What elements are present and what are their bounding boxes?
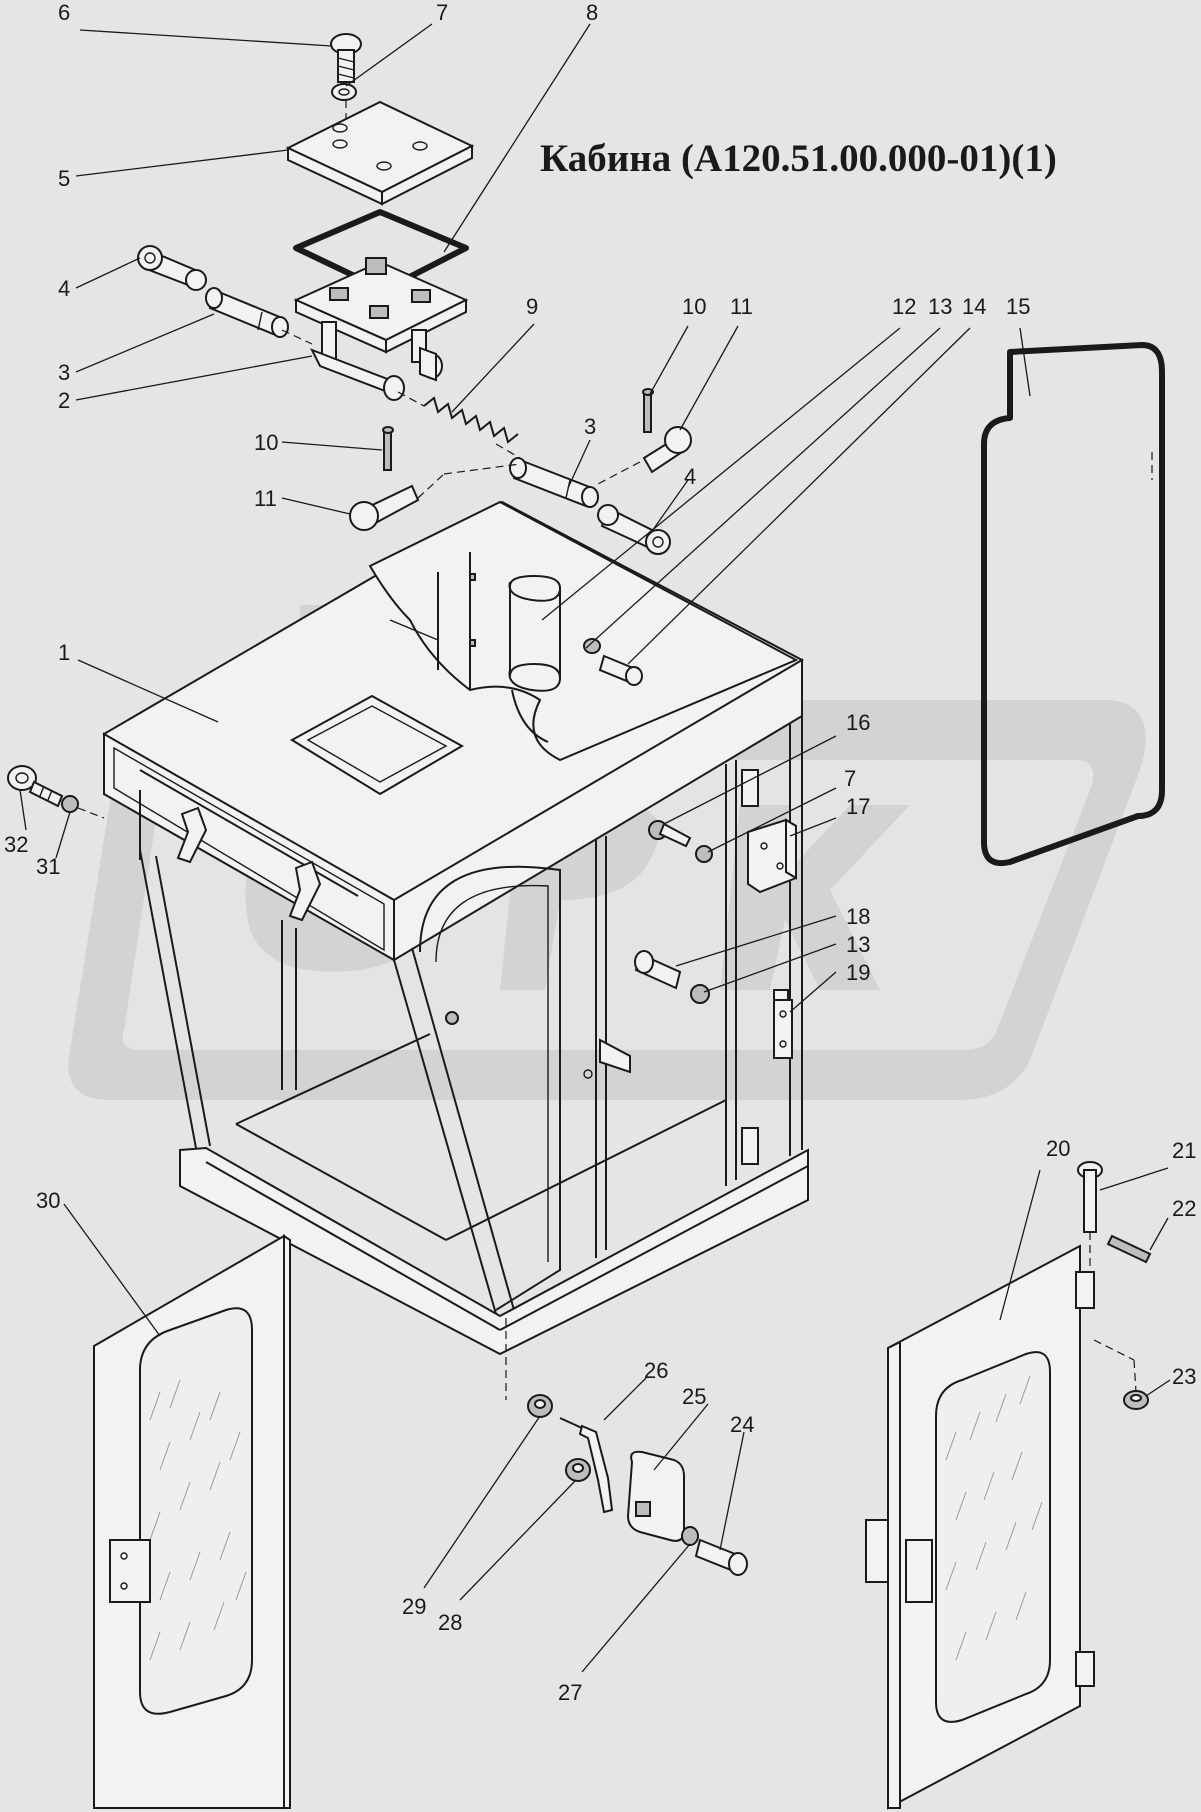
screw-part-22 bbox=[1106, 1234, 1152, 1264]
callout-21: 21 bbox=[1172, 1138, 1196, 1163]
nut-part-31 bbox=[61, 795, 79, 813]
callout-19: 19 bbox=[846, 960, 870, 985]
screw-part-10-right bbox=[642, 388, 654, 433]
callout-31: 31 bbox=[36, 854, 60, 879]
callout-22: 22 bbox=[1172, 1196, 1196, 1221]
pin-part-11-right bbox=[642, 426, 692, 474]
washer-part-27 bbox=[681, 1526, 699, 1546]
callout-28: 28 bbox=[438, 1610, 462, 1635]
nut-part-7-side bbox=[695, 845, 713, 863]
callout-13: 13 bbox=[928, 294, 952, 319]
washer-part-13-side bbox=[690, 984, 710, 1004]
callout-18: 18 bbox=[846, 904, 870, 929]
mirror-part-25 bbox=[626, 1450, 685, 1542]
callout-17: 17 bbox=[846, 794, 870, 819]
nut-part-29 bbox=[527, 1394, 553, 1418]
bracket-part-17 bbox=[747, 818, 797, 894]
door-part-30 bbox=[93, 1234, 291, 1809]
diagram-title: Кабина (А120.51.00.000-01)(1) bbox=[540, 137, 1057, 180]
callout-10: 10 bbox=[254, 430, 278, 455]
callout-8: 8 bbox=[586, 0, 598, 25]
callout-25: 25 bbox=[682, 1384, 706, 1409]
door-part-20 bbox=[865, 1244, 1095, 1810]
bolt-part-18 bbox=[634, 950, 682, 990]
pin-part-11-left bbox=[349, 484, 420, 531]
callout-29: 29 bbox=[402, 1594, 426, 1619]
callout-16: 16 bbox=[846, 710, 870, 735]
callout-24: 24 bbox=[730, 1412, 754, 1437]
callout-4: 4 bbox=[58, 276, 70, 301]
callout-12: 12 bbox=[892, 294, 916, 319]
link-part-4-right bbox=[597, 504, 671, 555]
callout-labels: 6 7 8 5 4 3 2 9 10 11 12 13 14 15 10 11 … bbox=[4, 0, 1196, 1705]
callout-9: 9 bbox=[526, 294, 538, 319]
bolt-part-24 bbox=[694, 1538, 748, 1576]
callout-7: 7 bbox=[436, 0, 448, 25]
hinge-pin-part-21 bbox=[1077, 1161, 1103, 1233]
eyebolt-part-32 bbox=[7, 765, 64, 808]
leader-lines bbox=[19, 23, 1171, 1673]
bracket-part-2 bbox=[293, 257, 469, 401]
callout-6: 6 bbox=[58, 0, 70, 25]
callout-11: 11 bbox=[730, 294, 753, 319]
callout-3: 3 bbox=[584, 414, 596, 439]
callout-7: 7 bbox=[844, 766, 856, 791]
pin-part-3-right bbox=[509, 457, 599, 508]
pin-part-3-top bbox=[205, 287, 289, 338]
rod-part-26 bbox=[559, 1417, 614, 1514]
callout-5: 5 bbox=[58, 166, 70, 191]
roof-bolt-parts-12-14 bbox=[583, 638, 643, 686]
screw-part-10-left bbox=[382, 426, 394, 471]
callout-20: 20 bbox=[1046, 1136, 1070, 1161]
callout-2: 2 bbox=[58, 388, 70, 413]
callout-4: 4 bbox=[684, 464, 696, 489]
plate-part-5 bbox=[285, 100, 475, 206]
callout-3: 3 bbox=[58, 360, 70, 385]
bolt-part-6 bbox=[330, 33, 362, 83]
callout-11: 11 bbox=[254, 486, 277, 511]
callout-23: 23 bbox=[1172, 1364, 1196, 1389]
washer-part-7-top bbox=[331, 83, 357, 101]
callout-1: 1 bbox=[58, 640, 70, 665]
nut-part-28 bbox=[565, 1458, 591, 1482]
callout-15: 15 bbox=[1006, 294, 1030, 319]
bolt-part-16 bbox=[648, 820, 692, 848]
callout-26: 26 bbox=[644, 1358, 668, 1383]
callout-32: 32 bbox=[4, 832, 28, 857]
callout-10: 10 bbox=[682, 294, 706, 319]
cab-body-part-1 bbox=[102, 500, 809, 1356]
window-seal-part-15 bbox=[981, 342, 1165, 866]
hinge-plate-part-19 bbox=[773, 999, 793, 1059]
callout-30: 30 bbox=[36, 1188, 60, 1213]
callout-14: 14 bbox=[962, 294, 986, 319]
callout-27: 27 bbox=[558, 1680, 582, 1705]
callout-13: 13 bbox=[846, 932, 870, 957]
spring-part-9 bbox=[423, 396, 519, 444]
washer-part-23 bbox=[1123, 1390, 1149, 1410]
link-part-4-top bbox=[137, 245, 207, 291]
